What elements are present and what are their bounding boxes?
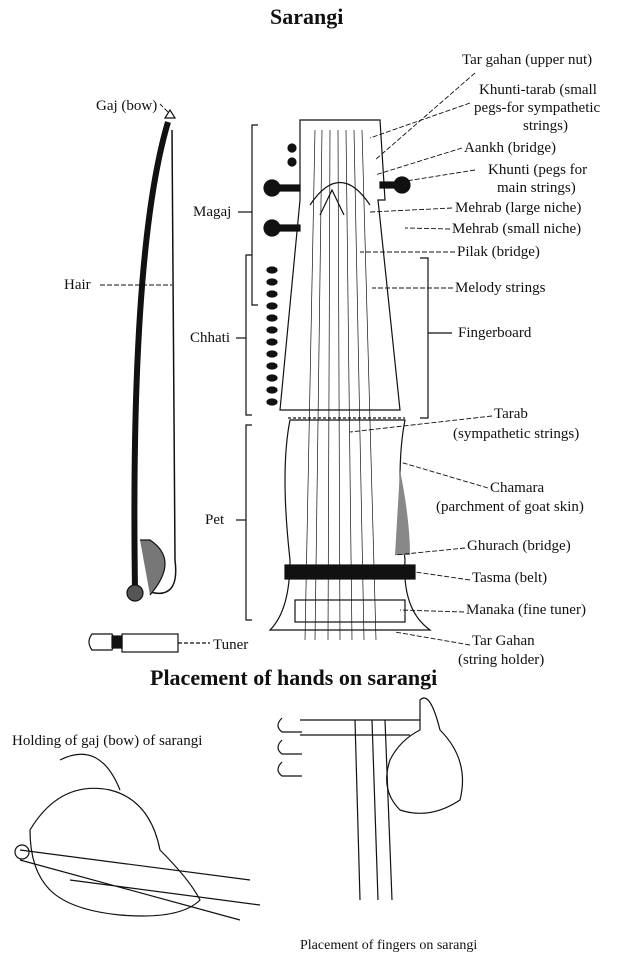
sarangi-body xyxy=(263,119,432,641)
label-tarab-1: Tarab xyxy=(494,406,528,422)
leader-lines xyxy=(100,72,493,646)
label-khunti-1: Khunti (pegs for xyxy=(488,162,588,178)
label-tarab-2: (sympathetic strings) xyxy=(453,426,580,442)
label-aankh: Aankh (bridge) xyxy=(464,140,557,156)
label-khunti-tarab-2: pegs-for sympathetic xyxy=(474,100,601,116)
bow-drawing xyxy=(126,108,177,602)
label-pilak: Pilak (bridge) xyxy=(457,244,540,260)
label-mehrab-small: Mehrab (small niche) xyxy=(452,221,582,237)
label-ghurach: Ghurach (bridge) xyxy=(467,538,571,554)
label-chamara-2: (parchment of goat skin) xyxy=(436,499,584,515)
label-pet: Pet xyxy=(205,512,225,528)
label-tasma: Tasma (belt) xyxy=(472,570,548,586)
label-melody-strings: Melody strings xyxy=(455,280,546,296)
label-chhati: Chhati xyxy=(190,330,230,346)
bow-hand-drawing xyxy=(14,753,261,921)
finger-hand-drawing xyxy=(277,697,464,901)
section-brackets xyxy=(236,124,452,621)
label-tar-gahan-lower-2: (string holder) xyxy=(458,652,545,668)
label-fingerboard: Fingerboard xyxy=(458,325,532,341)
label-khunti-tarab-1: Khunti-tarab (small xyxy=(479,82,597,98)
label-bow-hold: Holding of gaj (bow) of sarangi xyxy=(12,733,203,749)
label-tar-gahan-upper: Tar gahan (upper nut) xyxy=(462,52,593,68)
label-khunti-2: main strings) xyxy=(497,180,576,196)
label-bow: Gaj (bow) xyxy=(96,98,158,114)
label-manaka: Manaka (fine tuner) xyxy=(466,602,586,618)
label-tar-gahan-lower-1: Tar Gahan xyxy=(472,633,535,649)
title: Sarangi xyxy=(270,4,344,29)
label-mehrab-large: Mehrab (large niche) xyxy=(455,200,582,216)
label-magaj: Magaj xyxy=(193,204,232,220)
tuner-drawing xyxy=(88,633,210,653)
label-tuner: Tuner xyxy=(213,637,249,653)
label-finger-placement: Placement of fingers on sarangi xyxy=(300,938,478,953)
label-hair: Hair xyxy=(64,277,91,293)
label-khunti-tarab-3: strings) xyxy=(523,118,568,134)
subtitle: Placement of hands on sarangi xyxy=(150,665,438,690)
label-chamara-1: Chamara xyxy=(490,480,545,496)
